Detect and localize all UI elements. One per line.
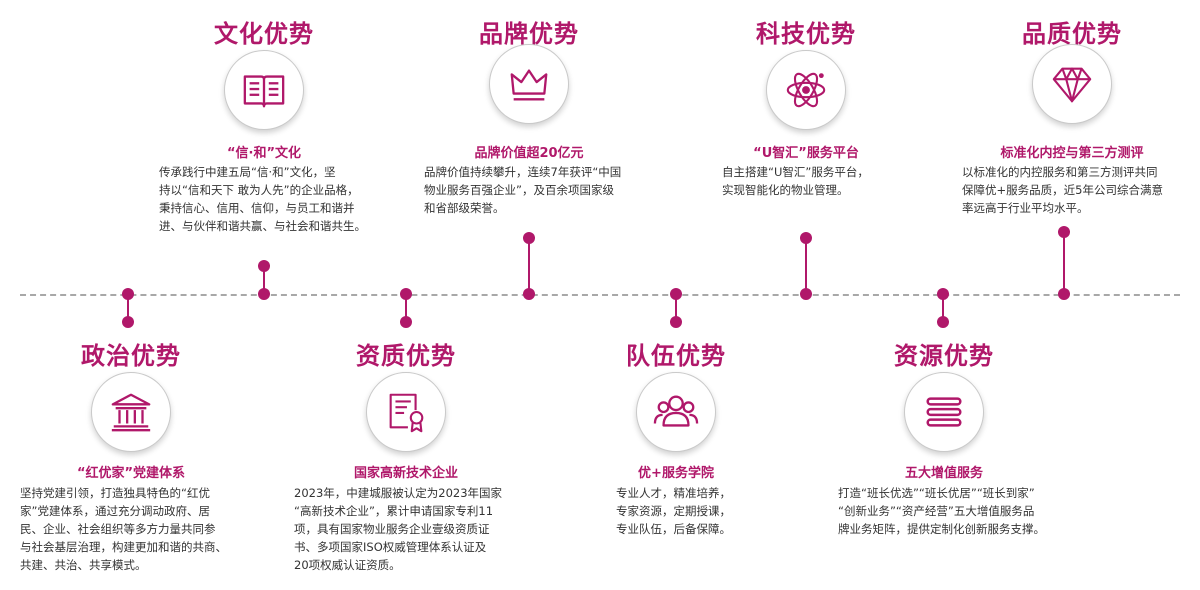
team-stem	[675, 294, 677, 322]
qualification-icon-circle	[366, 372, 446, 452]
team-subtitle: 优+服务学院	[638, 466, 714, 481]
book-icon	[243, 75, 285, 108]
resources-title: 资源优势	[894, 342, 994, 370]
culture-node	[258, 260, 270, 272]
resources-icon-circle	[904, 372, 984, 452]
quality-title: 品质优势	[1022, 20, 1122, 48]
qualification-desc: 2023年，中建城服被认定为2023年国家 “高新技术企业”，累计申请国家专利1…	[294, 484, 502, 574]
quality-stem	[1063, 232, 1065, 294]
timeline-line	[20, 294, 1180, 296]
culture-timeline-node	[258, 288, 270, 300]
brand-subtitle: 品牌价值超20亿元	[474, 146, 584, 161]
desc-line: 实现智能化的物业管理。	[722, 183, 849, 197]
brand-desc: 品牌价值持续攀升，连续7年获评“中国 物业服务百强企业”，及百余项国家级 和省部…	[424, 163, 621, 217]
desc-line: 专业人才，精准培养，	[616, 486, 731, 500]
team-desc: 专业人才，精准培养， 专家资源，定期授课， 专业队伍，后备保障。	[616, 484, 731, 538]
brand-title: 品牌优势	[479, 20, 579, 48]
culture-title: 文化优势	[214, 20, 314, 48]
brand-timeline-node	[523, 288, 535, 300]
brand-node	[523, 232, 535, 244]
institution-icon	[111, 393, 151, 432]
desc-line: 持以“信和天下 敢为人先”的企业品格，	[159, 183, 359, 197]
desc-line: 与社会基层治理，构建更加和谐的共商、	[20, 540, 227, 554]
desc-line: 专家资源，定期授课，	[616, 504, 731, 518]
desc-line: 和省部级荣誉。	[424, 201, 505, 215]
team-title: 队伍优势	[626, 342, 726, 370]
crown-icon	[510, 69, 548, 101]
desc-line: 2023年，中建城服被认定为2023年国家	[294, 486, 503, 500]
tech-node	[800, 232, 812, 244]
desc-line: 家”党建体系，通过充分调动政府、居	[20, 504, 210, 518]
menu-lines-icon	[926, 397, 962, 427]
desc-line: 书、多项国家ISO权威管理体系认证及	[294, 540, 487, 554]
team-timeline-node	[670, 288, 682, 300]
certificate-icon	[389, 393, 424, 433]
quality-subtitle: 标准化内控与第三方测评	[1000, 146, 1144, 161]
qualification-title: 资质优势	[356, 342, 456, 370]
desc-line: 牌业务矩阵，提供定制化创新服务支撑。	[838, 522, 1045, 536]
desc-line: 保障优+服务品质，近5年公司综合满意	[962, 183, 1163, 197]
politics-node	[122, 316, 134, 328]
desc-line: 秉持信心、信用、信仰，与员工和谐并	[159, 201, 355, 215]
quality-node	[1058, 226, 1070, 238]
politics-subtitle: “红优家”党建体系	[76, 466, 186, 481]
team-icon	[653, 395, 699, 427]
politics-desc: 坚持党建引领，打造独具特色的“红优 家”党建体系，通过充分调动政府、居 民、企业…	[20, 484, 227, 574]
desc-line: 20项权威认证资质。	[294, 558, 401, 572]
culture-stem	[263, 266, 265, 294]
atom-icon	[786, 72, 826, 108]
desc-line: 以标准化的内控服务和第三方测评共同	[962, 165, 1158, 179]
politics-timeline-node	[122, 288, 134, 300]
desc-line: 民、企业、社会组织等多方力量共同参	[20, 522, 216, 536]
qualification-timeline-node	[400, 288, 412, 300]
desc-line: 进、与伙伴和谐共赢、与社会和谐共生。	[159, 219, 366, 233]
desc-line: 物业服务百强企业”，及百余项国家级	[424, 183, 614, 197]
resources-node	[937, 316, 949, 328]
politics-stem	[127, 294, 129, 322]
tech-timeline-node	[800, 288, 812, 300]
qualification-subtitle: 国家高新技术企业	[353, 466, 459, 481]
desc-line: 专业队伍，后备保障。	[616, 522, 731, 536]
quality-timeline-node	[1058, 288, 1070, 300]
resources-desc: 打造“班长优选”“班长优居”“班长到家” “创新业务”“资产经营”五大增值服务品…	[838, 484, 1045, 538]
quality-desc: 以标准化的内控服务和第三方测评共同 保障优+服务品质，近5年公司综合满意 率远高…	[962, 163, 1163, 217]
desc-line: 共建、共治、共享模式。	[20, 558, 147, 572]
quality-icon-circle	[1032, 44, 1112, 124]
culture-subtitle: “信·和”文化	[226, 146, 302, 161]
resources-subtitle: 五大增值服务	[904, 466, 984, 481]
tech-title: 科技优势	[756, 20, 856, 48]
diamond-icon	[1052, 67, 1092, 103]
qualification-node	[400, 316, 412, 328]
tech-stem	[805, 238, 807, 294]
desc-line: 品牌价值持续攀升，连续7年获评“中国	[424, 165, 622, 179]
culture-desc: 传承践行中建五局“信·和”文化，坚 持以“信和天下 敢为人先”的企业品格， 秉持…	[159, 163, 366, 235]
team-icon-circle	[636, 372, 716, 452]
culture-icon-circle	[224, 50, 304, 130]
desc-line: 打造“班长优选”“班长优居”“班长到家”	[838, 486, 1035, 500]
desc-line: “高新技术企业”，累计申请国家专利11	[294, 504, 494, 518]
desc-line: “创新业务”“资产经营”五大增值服务品	[838, 504, 1035, 518]
tech-icon-circle	[766, 50, 846, 130]
tech-desc: 自主搭建“U智汇”服务平台， 实现智能化的物业管理。	[722, 163, 869, 199]
desc-line: 率远高于行业平均水平。	[962, 201, 1089, 215]
desc-line: 传承践行中建五局“信·和”文化，坚	[159, 165, 336, 179]
tech-subtitle: “U智汇”服务平台	[753, 146, 859, 161]
team-node	[670, 316, 682, 328]
resources-stem	[942, 294, 944, 322]
desc-line: 项，具有国家物业服务企业壹级资质证	[294, 522, 490, 536]
politics-icon-circle	[91, 372, 171, 452]
brand-icon-circle	[489, 44, 569, 124]
brand-stem	[528, 238, 530, 294]
politics-title: 政治优势	[81, 342, 181, 370]
desc-line: 自主搭建“U智汇”服务平台，	[722, 165, 869, 179]
qualification-stem	[405, 294, 407, 322]
resources-timeline-node	[937, 288, 949, 300]
desc-line: 坚持党建引领，打造独具特色的“红优	[20, 486, 210, 500]
